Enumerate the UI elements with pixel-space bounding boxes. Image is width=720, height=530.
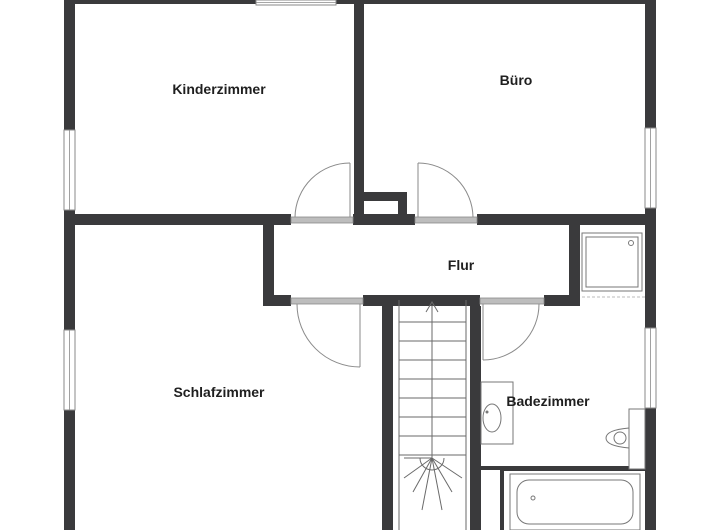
wall-flur-right bbox=[569, 214, 580, 306]
walls bbox=[64, 0, 656, 530]
wall-tub-left bbox=[500, 470, 504, 530]
room-label-badezimmer: Badezimmer bbox=[506, 393, 590, 409]
wall-kinder-buero bbox=[354, 0, 364, 222]
shaft-right bbox=[398, 192, 407, 225]
room-label-schlafzimmer: Schlafzimmer bbox=[173, 384, 265, 400]
wall-top-left bbox=[64, 0, 264, 4]
door-buero bbox=[414, 216, 478, 224]
stair-treads bbox=[399, 321, 466, 511]
windows bbox=[63, 0, 657, 411]
bathroom-fixtures bbox=[480, 232, 646, 530]
outer-wall-left bbox=[64, 0, 75, 530]
room-labels: Kinderzimmer Büro Flur Schlafzimmer Bade… bbox=[172, 72, 590, 409]
room-label-buero: Büro bbox=[500, 72, 533, 88]
door-badezimmer bbox=[479, 297, 545, 305]
washbasin bbox=[480, 381, 514, 445]
wall-top-right bbox=[335, 0, 656, 4]
shaft-left bbox=[354, 192, 364, 225]
door-schlafzimmer bbox=[290, 297, 364, 305]
toilet-tank bbox=[628, 408, 646, 470]
door-kinderzimmer bbox=[290, 216, 354, 224]
wall-flur-left bbox=[263, 214, 274, 306]
wall-stair-left bbox=[382, 295, 393, 530]
doors bbox=[290, 162, 545, 368]
shaft-top bbox=[354, 192, 407, 201]
staircase bbox=[398, 300, 467, 530]
wall-tub-top bbox=[500, 467, 645, 471]
wall-shower-top bbox=[569, 214, 656, 225]
wall-stair-right bbox=[470, 295, 481, 530]
outer-wall-right bbox=[645, 0, 656, 530]
room-label-flur: Flur bbox=[448, 257, 475, 273]
wall-flur-bottom bbox=[263, 295, 580, 306]
room-label-kinderzimmer: Kinderzimmer bbox=[172, 81, 266, 97]
